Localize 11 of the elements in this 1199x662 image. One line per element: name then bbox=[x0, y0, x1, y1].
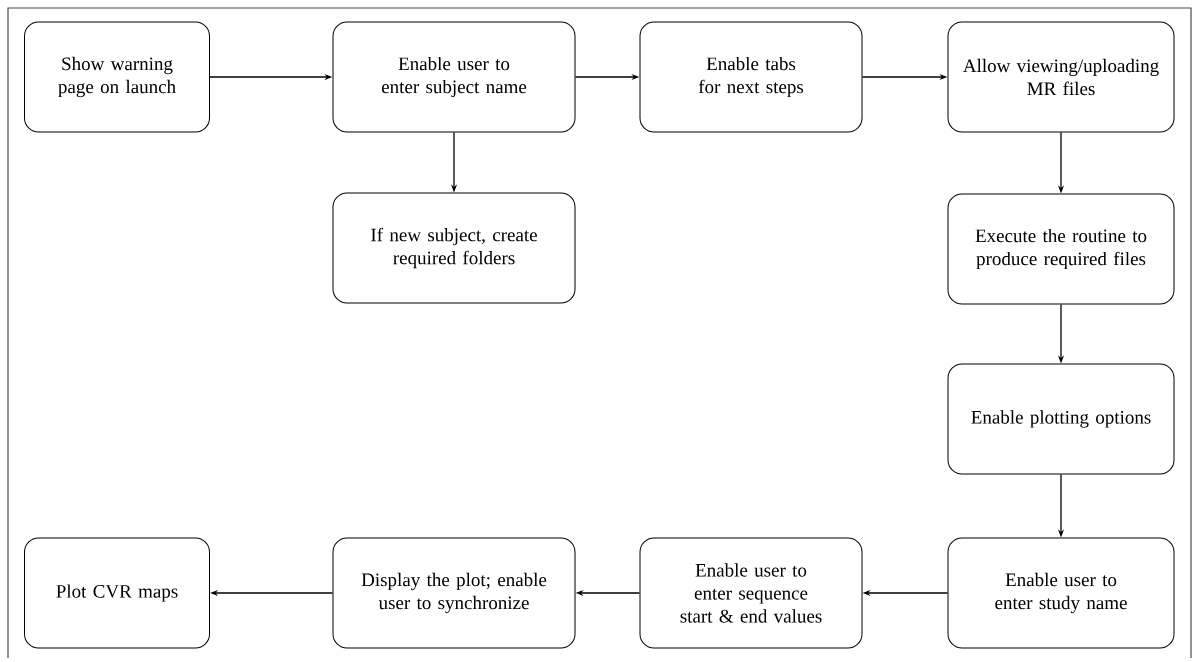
process-box: Enable user to enter sequence start & end values bbox=[639, 537, 863, 649]
process-box: Enable plotting options bbox=[947, 363, 1175, 475]
process-box: Plot CVR maps bbox=[24, 537, 210, 649]
process-box: Allow viewing/uploading MR files bbox=[947, 21, 1175, 133]
process-box: Enable user to enter study name bbox=[947, 537, 1175, 649]
process-box: Execute the routine to produce required files bbox=[947, 193, 1175, 305]
process-box: Display the plot; enable user to synchronize bbox=[332, 537, 576, 649]
process-box: Enable user to enter subject name bbox=[332, 21, 576, 133]
process-box: Show warning page on launch bbox=[24, 21, 210, 133]
process-box: If new subject, create required folders bbox=[332, 192, 576, 304]
process-box: Enable tabs for next steps bbox=[639, 21, 863, 133]
